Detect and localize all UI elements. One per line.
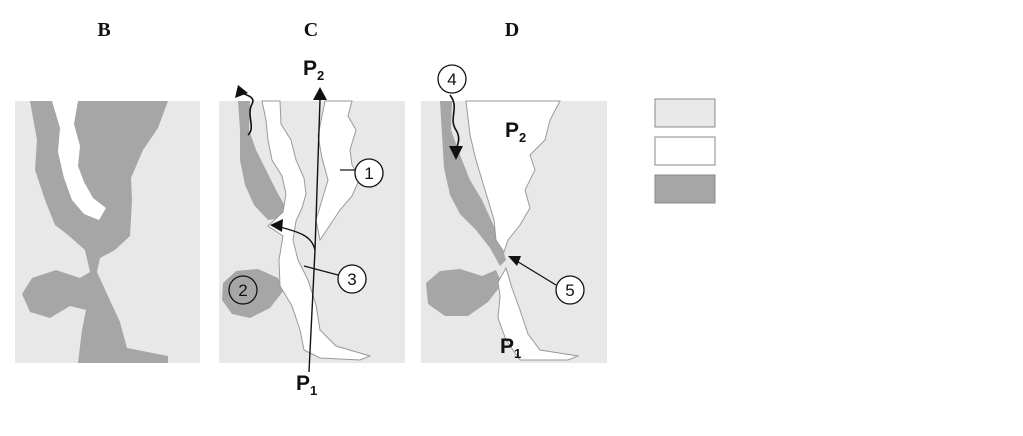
panel-c-top-p-label: P2 [303, 57, 324, 83]
panel-c-callout-2-circle [228, 275, 258, 305]
legend-swatch-matrix [654, 98, 716, 128]
panel-c-upper-crack [315, 100, 361, 242]
panel-c-top-p-main: P [303, 57, 317, 80]
legend-swatch-filled [654, 174, 716, 204]
panel-d-bottom-p-main: P [500, 335, 514, 358]
panel-c-title: C [304, 19, 318, 41]
legend-swatch-crack [654, 136, 716, 166]
panel-d-bottom-p-sub: 1 [514, 346, 521, 361]
panel-d-infill-arrowhead [449, 146, 463, 160]
panel-c-branch-arrowhead [270, 219, 283, 232]
panel-d-callout-5: 5 [565, 281, 574, 300]
panel-c-callout-2: 2 [238, 281, 247, 300]
panel-c-bottom-p-main: P [296, 372, 310, 395]
panel-b-title: B [97, 19, 110, 41]
panel-c-callout-3-circle [337, 264, 367, 294]
panel-d-filled-pocket [426, 269, 502, 316]
panel-d-top-p-label: P2 [505, 119, 526, 145]
panel-d-callout-4: 4 [447, 70, 456, 89]
panel-b-crack [52, 101, 106, 220]
panel-d-filled-channel [440, 101, 506, 266]
panel-d-callout-5-arrowhead [508, 256, 521, 266]
panel-c-filled-channel [238, 101, 286, 220]
panel-d-lower-crack [497, 266, 580, 361]
panel-d-callout-4-circle [437, 64, 467, 94]
panel-c-escape-arrowhead [235, 85, 248, 98]
panel-d-upper-crack [465, 100, 561, 254]
panel-c-bottom-p-label: P1 [296, 372, 317, 398]
legend [654, 98, 716, 204]
panel-c: C 1 2 3 P2 P1 [219, 19, 405, 398]
panel-c-callout-1: 1 [364, 164, 373, 183]
panel-c-callout-1-circle [354, 158, 384, 188]
panel-d-callout-5-circle [555, 275, 585, 305]
panel-c-crack [261, 100, 372, 361]
panel-b: B [15, 19, 200, 363]
panel-d-title: D [505, 19, 519, 41]
panel-c-main-flow-arrowhead [313, 87, 327, 100]
panel-c-bottom-p-sub: 1 [310, 383, 317, 398]
panel-c-callout-3-leader [303, 265, 339, 276]
panel-b-filled-region [22, 101, 168, 363]
panel-d-top-p-sub: 2 [519, 130, 526, 145]
panel-c-escape-arrow [241, 92, 254, 136]
panel-d-bottom-p-label: P1 [500, 335, 521, 361]
panel-c-callout-3: 3 [347, 270, 356, 289]
panel-d: D 4 5 P2 P1 [421, 19, 607, 363]
panel-d-callout-5-leader [514, 259, 557, 286]
panel-c-top-p-sub: 2 [317, 68, 324, 83]
panel-d-top-p-main: P [505, 119, 519, 142]
